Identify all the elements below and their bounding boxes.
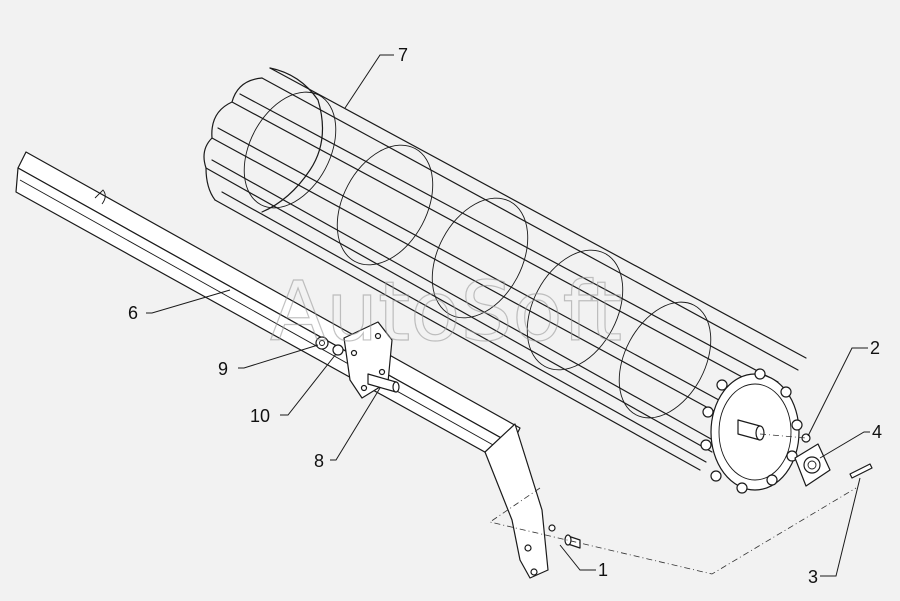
- callout-6: 6: [128, 303, 138, 323]
- callout-10: 10: [250, 406, 270, 426]
- callout-2: 2: [870, 338, 880, 358]
- nut-and-washer: [315, 336, 344, 356]
- callout-7: 7: [398, 45, 408, 65]
- bearing-assembly: [794, 433, 873, 487]
- callout-8: 8: [314, 451, 324, 471]
- mount-bracket: [343, 321, 400, 399]
- callout-4: 4: [872, 422, 882, 442]
- frame-beam: [15, 151, 556, 579]
- callout-3: 3: [808, 567, 818, 587]
- callout-1: 1: [598, 560, 608, 580]
- watermark: AutoSoft: [270, 265, 622, 360]
- callout-leaders: [146, 54, 870, 577]
- callout-9: 9: [218, 359, 228, 379]
- assembly-guide-lines: [489, 433, 857, 575]
- roller-cage: [203, 67, 807, 494]
